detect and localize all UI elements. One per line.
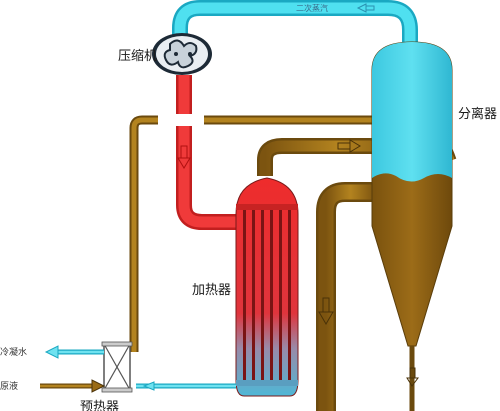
secondary-steam-pipe	[172, 0, 418, 52]
heater	[235, 177, 299, 397]
secondary-steam-label: 二次蒸汽	[296, 3, 328, 13]
hot-steam-pipe	[176, 75, 238, 230]
compressor-label: 压缩机	[118, 48, 157, 64]
raw-liquid-inlet	[40, 379, 106, 393]
right-arrow-icon	[337, 139, 361, 153]
down-arrow-icon	[318, 297, 334, 325]
down-arrow-icon	[177, 145, 191, 169]
preheater	[101, 341, 133, 393]
separator-label: 分离器	[458, 106, 497, 122]
separator	[371, 41, 453, 411]
compressor	[152, 33, 212, 75]
bottom-outlet-icon	[406, 367, 419, 387]
condensate-outlet	[44, 345, 104, 359]
raw-liquid-label: 原液	[0, 380, 18, 392]
steam-arrow-icon	[356, 3, 375, 13]
condensate-pipe	[136, 381, 236, 391]
recirculation-pipe	[316, 182, 375, 411]
heater-tubes	[243, 210, 291, 380]
preheater-label: 预热器	[80, 400, 119, 411]
heater-label: 加热器	[192, 283, 231, 298]
condensate-water-label: 冷凝水	[0, 346, 27, 358]
